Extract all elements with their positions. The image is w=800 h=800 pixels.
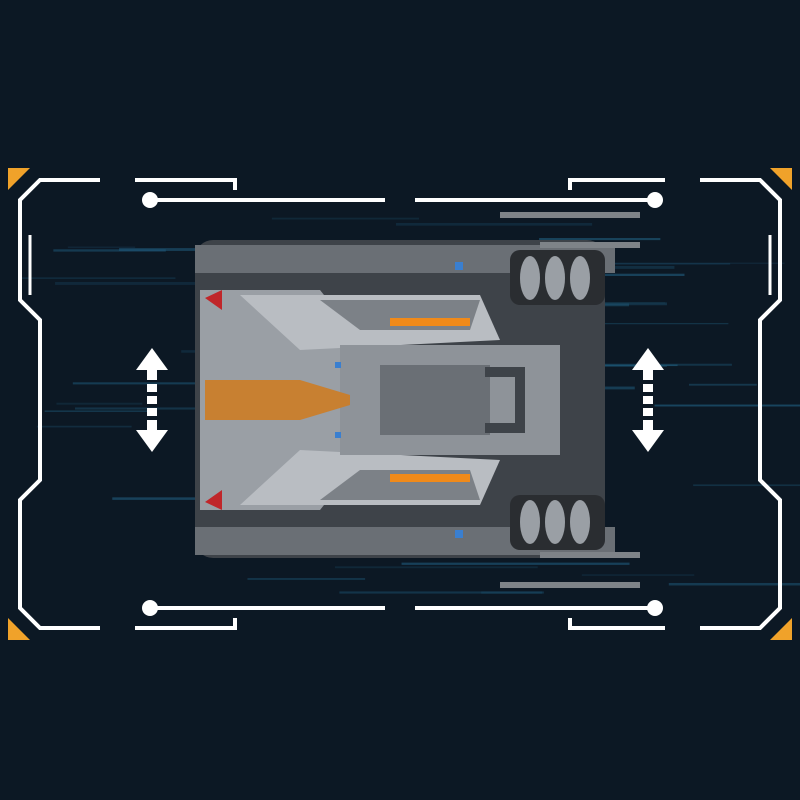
motion-streak: [688, 383, 757, 386]
motion-streak: [67, 246, 136, 249]
motion-streak: [668, 582, 800, 586]
motion-streak: [44, 410, 153, 412]
orange-corner-triangle-icon: [8, 618, 30, 640]
frame-bottom-right: [700, 400, 782, 630]
motion-streak: [575, 262, 785, 265]
motion-streak: [247, 577, 366, 580]
motion-streak: [539, 238, 661, 241]
motion-streak: [401, 562, 630, 565]
frame-bottom-left: [18, 400, 100, 630]
orange-canopy: [205, 380, 350, 420]
motion-streak: [271, 217, 420, 220]
red-lights: [205, 290, 222, 510]
wheel-rollers: [520, 256, 590, 544]
motion-streak: [56, 402, 143, 405]
motion-streak: [566, 323, 729, 325]
double-vertical-arrow-icon: [632, 348, 664, 452]
frame-top-left: [18, 178, 100, 400]
motion-streak: [581, 574, 695, 576]
motion-streak: [74, 407, 281, 410]
lower-orange-stripe: [390, 474, 470, 482]
rear-pins: [500, 212, 640, 588]
motion-streak: [119, 248, 225, 251]
motion-streak: [481, 591, 543, 594]
motion-streak: [53, 249, 166, 252]
motion-streak: [339, 591, 544, 594]
frame-top-right: [700, 178, 782, 400]
cockpit-plate: [380, 365, 490, 435]
frame-bottom-bracket-left: [135, 618, 237, 630]
double-vertical-arrow-icon: [136, 348, 168, 452]
roll-bar: [485, 367, 525, 433]
hud-frame: [18, 178, 782, 630]
motion-streak: [654, 404, 800, 407]
upper-orange-stripe: [390, 318, 470, 326]
motion-streak: [20, 277, 176, 279]
blue-pins: [335, 262, 463, 538]
frame-top-bracket-left: [135, 178, 237, 190]
orange-corner-triangle-icon: [8, 168, 30, 190]
frame-top-bracket-right: [568, 178, 665, 190]
corner-accents: [8, 168, 792, 640]
motion-streak: [55, 281, 273, 285]
frame-node: [647, 192, 663, 208]
frame-node: [142, 600, 158, 616]
motion-streak: [395, 222, 593, 226]
motion-streak: [601, 302, 666, 304]
frame-nodes: [142, 192, 663, 616]
orange-corner-triangle-icon: [770, 168, 792, 190]
motion-streak: [529, 263, 731, 265]
motion-streak: [72, 382, 298, 385]
motion-streak: [601, 365, 667, 367]
motion-streak: [334, 566, 538, 569]
frame-node: [142, 192, 158, 208]
motion-streak: [112, 497, 197, 500]
frame-node: [647, 600, 663, 616]
orange-corner-triangle-icon: [770, 618, 792, 640]
vehicle-model: [195, 212, 640, 588]
motion-streak: [693, 484, 800, 487]
frame-bottom-bracket-right: [568, 618, 665, 630]
motion-streak: [36, 425, 132, 428]
